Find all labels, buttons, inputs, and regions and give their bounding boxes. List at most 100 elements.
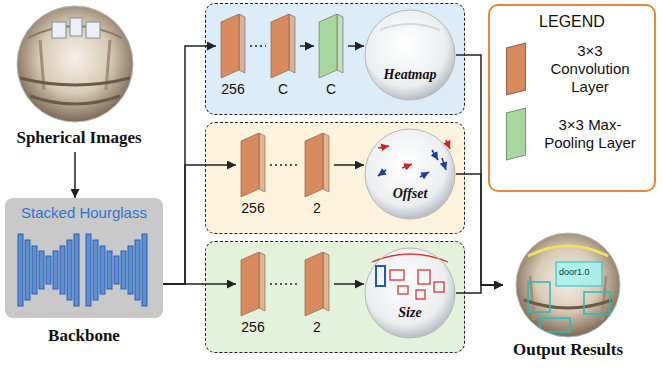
offset-picture (365, 129, 455, 219)
input-photo (20, 18, 130, 104)
caption-label: Backbone (48, 326, 120, 346)
size-head: 2562Size (205, 241, 465, 353)
input-photo (17, 6, 133, 122)
layer-front (305, 133, 323, 197)
layer-front (241, 252, 259, 316)
layer-front (241, 133, 259, 197)
offset-picture (402, 164, 412, 168)
size-picture (365, 248, 455, 338)
offset-picture (365, 129, 455, 219)
legend-swatch (506, 43, 526, 96)
circle-outline (364, 247, 456, 339)
circle-outline (365, 10, 455, 100)
legend-text: 3×3 Max-Pooling Layer (542, 116, 638, 152)
hourglass-bars (18, 234, 147, 306)
offset-picture (378, 146, 389, 148)
conv-layer: 2 (300, 133, 334, 219)
detection-label: door1.0 (559, 267, 590, 278)
connector (334, 164, 364, 166)
connector (456, 285, 503, 293)
channel-count: 2 (313, 318, 321, 336)
connector (270, 164, 300, 166)
circle-outline (516, 233, 620, 337)
connector (74, 152, 76, 198)
output-photo (584, 292, 610, 314)
input-photo (52, 22, 66, 38)
size-picture (365, 248, 455, 338)
head-name: Heatmap (384, 66, 437, 83)
size-picture (372, 254, 448, 262)
input-photo (30, 96, 120, 104)
hourglass-bars (135, 240, 140, 300)
size-picture (418, 270, 430, 284)
size-picture (434, 282, 444, 292)
legend-row: 3×3 Convolution Layer (490, 42, 654, 96)
layer-shape (300, 252, 334, 316)
size-picture (372, 254, 448, 299)
layer-shape (300, 133, 334, 197)
size-picture (376, 266, 385, 286)
module-name: Stacked Hourglass (21, 204, 147, 222)
output-photo (516, 233, 620, 337)
layer-side (239, 14, 245, 73)
connector (163, 283, 236, 285)
input-photo (17, 6, 133, 122)
offset-head: 256 2 Offset (205, 122, 465, 234)
backbone-fill (5, 198, 163, 318)
connector (270, 283, 300, 285)
connector (250, 45, 266, 47)
conv-layer: 256 (236, 133, 270, 219)
hourglass-bars (100, 246, 105, 294)
output-photo (540, 318, 570, 332)
hourglass-bars (107, 251, 112, 289)
circle-outline (365, 248, 455, 338)
heatmap-picture (380, 24, 440, 30)
connector (163, 165, 236, 284)
layer-shape (216, 14, 250, 78)
circle-outline (364, 9, 456, 101)
layer-side (259, 252, 265, 311)
input-photo (70, 18, 82, 36)
hourglass-bars (93, 240, 98, 300)
panel-fill (205, 241, 465, 353)
layer-shape (314, 14, 348, 78)
hourglass-bars (39, 251, 44, 289)
size-picture (390, 270, 404, 280)
size-picture (416, 290, 425, 299)
layer-side (259, 133, 265, 192)
layer-front (221, 14, 239, 78)
hourglass-bars (121, 251, 126, 289)
output-photo (524, 246, 612, 332)
offset-picture (442, 158, 446, 170)
input-image: Spherical Images (5, 2, 153, 152)
backbone-box: Stacked HourglassBackbone (5, 198, 163, 356)
size-output: Size (364, 247, 456, 339)
layer-side (289, 14, 295, 73)
panel-fill (205, 122, 465, 234)
hourglass-bars (32, 246, 37, 294)
hourglass-bars (86, 234, 91, 306)
conv-layer: 2 (300, 252, 334, 338)
conv-layer: 256 (216, 14, 250, 100)
offset-picture (378, 140, 450, 177)
heatmap-picture (365, 10, 455, 100)
hourglass-bars (25, 240, 30, 300)
circle-outline (365, 129, 455, 219)
layer-front (319, 14, 337, 78)
connector (348, 45, 364, 47)
output-photo (516, 233, 620, 337)
layer-side (323, 133, 329, 192)
input-photo (86, 22, 100, 38)
label-anchor: door1.0 (559, 267, 590, 278)
heatmap-output: Heatmap (364, 9, 456, 101)
offset-output: Offset (364, 128, 456, 220)
hourglass-bars (128, 246, 133, 294)
hourglass-bars (18, 234, 23, 306)
offset-picture (420, 172, 429, 177)
connector (300, 45, 314, 47)
conv-layer: C (266, 14, 300, 100)
circle-outline (17, 6, 133, 122)
caption-label: Output Results (513, 340, 623, 360)
layer-front (305, 252, 323, 316)
